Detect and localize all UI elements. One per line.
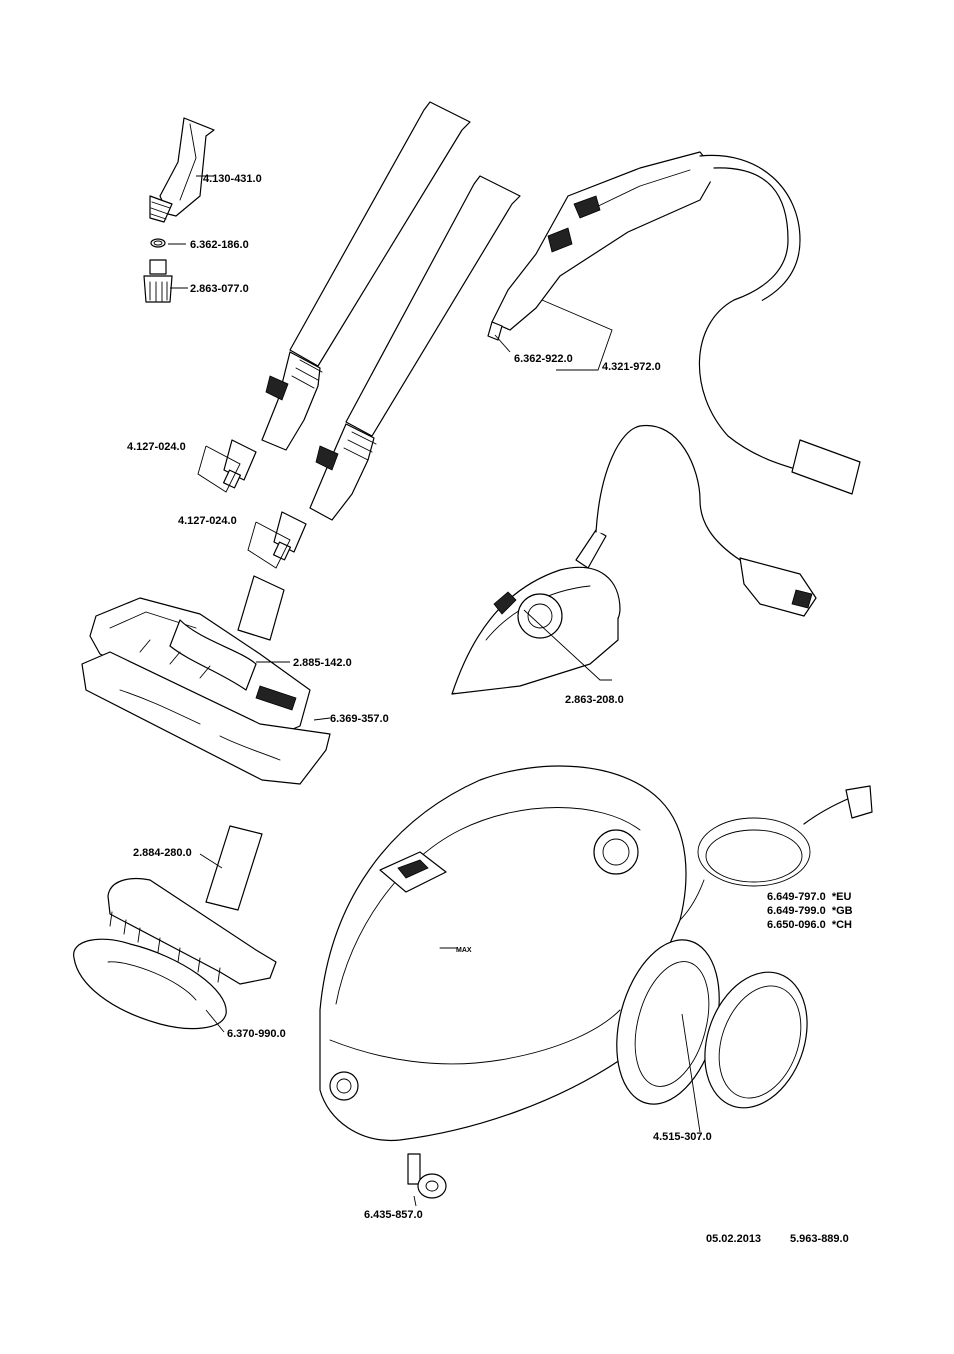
extension-tube-2-drawing bbox=[273, 175, 521, 561]
footer-document-number: 5.963-889.0 bbox=[790, 1233, 849, 1245]
part-label: 6.650-096.0 *CH bbox=[767, 919, 852, 931]
castor-wheel-drawing bbox=[407, 1153, 447, 1199]
extension-tube-1-drawing bbox=[223, 101, 471, 489]
part-label: 6.649-799.0 *GB bbox=[767, 905, 853, 917]
part-label: 2.884-280.0 bbox=[133, 847, 192, 859]
part-label: 4.515-307.0 bbox=[653, 1131, 712, 1143]
part-label: 6.435-857.0 bbox=[364, 1209, 423, 1221]
o-ring-small-drawing bbox=[150, 238, 166, 248]
part-label: 6.649-797.0 *EU bbox=[767, 891, 851, 903]
part-label: 2.863-208.0 bbox=[565, 694, 624, 706]
part-label: 6.362-922.0 bbox=[514, 353, 573, 365]
leader-lines bbox=[168, 175, 701, 1207]
part-label: 6.370-990.0 bbox=[227, 1028, 286, 1040]
tank-max-marking: MAX bbox=[456, 947, 472, 954]
part-label: 2.863-077.0 bbox=[190, 283, 249, 295]
detail-nozzle-drawing bbox=[149, 117, 215, 223]
part-label: 6.362-186.0 bbox=[190, 239, 249, 251]
hand-brush-drawing bbox=[107, 825, 277, 985]
floor-nozzle-drawing bbox=[89, 575, 311, 737]
part-label: 2.885-142.0 bbox=[293, 657, 352, 669]
part-label: 6.369-357.0 bbox=[330, 713, 389, 725]
steam-gun-hose-drawing bbox=[487, 151, 861, 495]
part-label: 4.127-024.0 bbox=[127, 441, 186, 453]
part-label: 4.321-972.0 bbox=[602, 361, 661, 373]
footer-date: 05.02.2013 bbox=[706, 1233, 762, 1245]
round-brush-drawing bbox=[143, 259, 173, 303]
brush-cover-drawing bbox=[73, 938, 227, 1030]
wheels-drawing bbox=[616, 939, 808, 1109]
floor-cloth-drawing bbox=[81, 651, 331, 785]
part-label: 4.130-431.0 bbox=[203, 173, 262, 185]
part-label: 4.127-024.0 bbox=[178, 515, 237, 527]
steam-iron-drawing bbox=[451, 425, 817, 695]
power-cord-drawing bbox=[679, 785, 873, 921]
part-labels: 4.130-431.0 6.362-186.0 2.863-077.0 6.36… bbox=[127, 173, 853, 1221]
steam-cleaner-body-drawing: MAX bbox=[319, 765, 687, 1142]
